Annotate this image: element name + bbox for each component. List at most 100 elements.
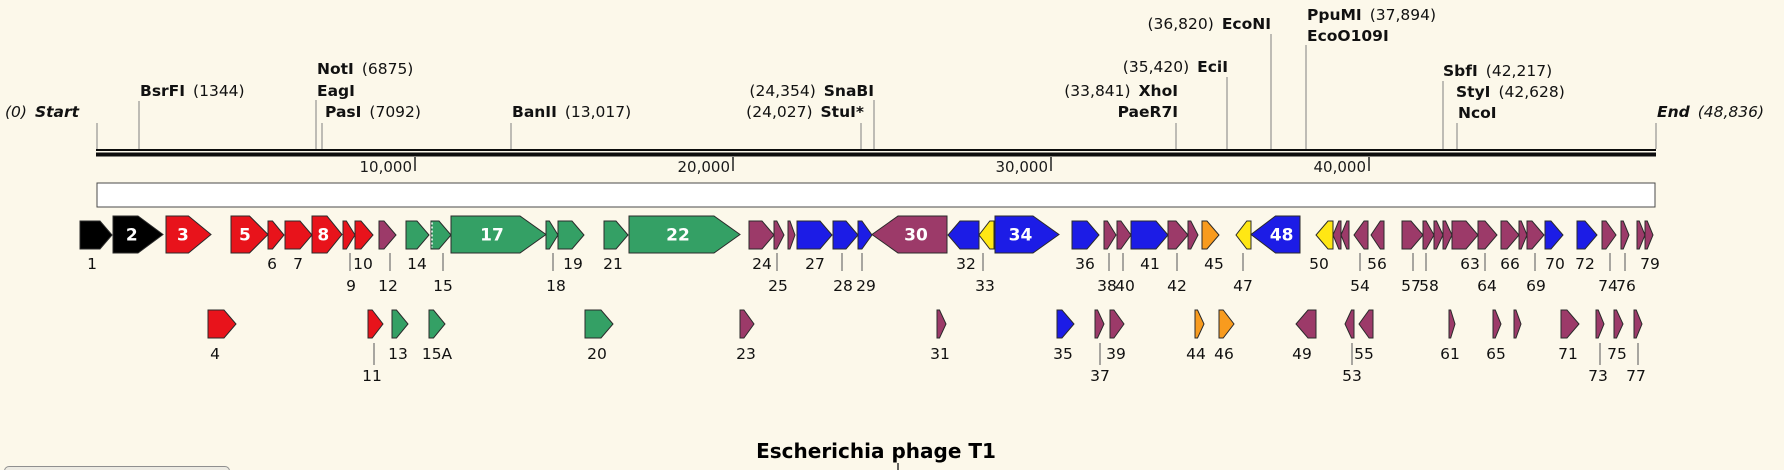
gene-arrow[interactable] xyxy=(773,220,785,250)
gene-arrow[interactable] xyxy=(1448,309,1456,339)
gene-arrow[interactable] xyxy=(1295,309,1317,339)
enzyme-label-StyI[interactable]: StyI(42,628) xyxy=(1456,84,1565,101)
gene-arrow[interactable] xyxy=(739,309,755,339)
gene-arrow[interactable] xyxy=(557,220,585,250)
gene-arrow[interactable] xyxy=(1442,220,1453,250)
gene-arrow[interactable] xyxy=(787,220,796,250)
enzyme-label-EagI[interactable]: EagI xyxy=(317,83,355,100)
enzyme-label-EcoO109I[interactable]: EcoO109I xyxy=(1307,28,1389,45)
gene-arrow[interactable] xyxy=(1109,309,1125,339)
gene-arrow[interactable] xyxy=(1433,220,1444,250)
gene-arrow[interactable] xyxy=(1422,220,1435,250)
gene-arrow[interactable] xyxy=(1130,220,1169,250)
gene-arrow[interactable] xyxy=(367,309,384,339)
gene-arrow[interactable] xyxy=(391,309,409,339)
enzyme-label-NcoI[interactable]: NcoI xyxy=(1458,105,1497,122)
enzyme-label-PaeR7I[interactable]: PaeR7I xyxy=(1110,104,1178,121)
gene-arrow[interactable] xyxy=(284,220,313,250)
gene-arrow-30[interactable] xyxy=(871,215,948,254)
enzyme-label-SbfI[interactable]: SbfI(42,217) xyxy=(1443,63,1552,80)
gene-arrow[interactable] xyxy=(796,220,833,250)
gene-arrow[interactable] xyxy=(1094,309,1105,339)
gene-arrow[interactable] xyxy=(1644,220,1654,250)
enzyme-label-NotI[interactable]: NotI(6875) xyxy=(317,61,413,78)
gene-arrow[interactable] xyxy=(1633,309,1643,339)
enzyme-label-Start[interactable]: (0)Start xyxy=(5,104,79,121)
enzyme-label-BsrFI[interactable]: BsrFI(1344) xyxy=(140,83,245,100)
gene-arrow[interactable] xyxy=(378,220,397,250)
gene-arrow-5[interactable] xyxy=(230,215,269,254)
gene-arrow[interactable] xyxy=(1500,220,1520,250)
enzyme-label-End[interactable]: End(48,836) xyxy=(1657,104,1764,121)
gene-arrow[interactable] xyxy=(1518,220,1528,250)
gene-arrow[interactable] xyxy=(1576,220,1598,250)
gene-arrow[interactable] xyxy=(1401,220,1424,250)
gene-arrow[interactable] xyxy=(1218,309,1235,339)
gene-arrow[interactable] xyxy=(1560,309,1580,339)
gene-arrow[interactable] xyxy=(936,309,947,339)
gene-arrow[interactable] xyxy=(1235,220,1252,250)
gene-arrow[interactable] xyxy=(1315,220,1334,250)
gene-arrow[interactable] xyxy=(342,220,356,250)
gene-arrow[interactable] xyxy=(1513,309,1522,339)
gene-arrow[interactable] xyxy=(748,220,775,250)
gene-arrow[interactable] xyxy=(430,220,452,250)
gene-arrow[interactable] xyxy=(947,220,980,250)
gene-arrow[interactable] xyxy=(79,220,113,250)
gene-arrow[interactable] xyxy=(857,220,873,250)
gene-arrow[interactable] xyxy=(428,309,446,339)
gene-arrow[interactable] xyxy=(603,220,629,250)
gene-arrow[interactable] xyxy=(1344,309,1355,339)
gene-number: 45 xyxy=(1204,255,1224,273)
enzyme-label-XhoI[interactable]: (33,841)XhoI xyxy=(1064,83,1178,100)
gene-arrow[interactable] xyxy=(1526,220,1545,250)
gene-arrow[interactable] xyxy=(1194,309,1205,339)
gene-arrow[interactable] xyxy=(1332,220,1342,250)
gene-arrow[interactable] xyxy=(1358,309,1374,339)
enzyme-label-EciI[interactable]: (35,420)EciI xyxy=(1123,59,1228,76)
gene-arrow-2[interactable] xyxy=(112,215,164,254)
gene-arrow[interactable] xyxy=(207,309,237,339)
gene-arrow[interactable] xyxy=(1071,220,1100,250)
gene-arrow[interactable] xyxy=(1595,309,1605,339)
gene-arrow[interactable] xyxy=(1201,220,1220,250)
gene-arrow[interactable] xyxy=(1613,309,1624,339)
gene-arrow[interactable] xyxy=(1492,309,1502,339)
enzyme-label-PpuMI[interactable]: PpuMI(37,894) xyxy=(1307,7,1436,24)
gene-arrow[interactable] xyxy=(1370,220,1385,250)
enzyme-label-EcoNI[interactable]: (36,820)EcoNI xyxy=(1147,16,1271,33)
enzyme-label-BanII[interactable]: BanII(13,017) xyxy=(512,104,631,121)
enzyme-label-StuI[interactable]: (24,027)StuI* xyxy=(746,104,864,121)
gene-arrow[interactable] xyxy=(1477,220,1498,250)
gene-arrow[interactable] xyxy=(1544,220,1564,250)
gene-arrow[interactable] xyxy=(1187,220,1199,250)
gene-arrow[interactable] xyxy=(545,220,559,250)
gene-number: 13 xyxy=(388,345,408,363)
gene-arrow[interactable] xyxy=(267,220,285,250)
gene-arrow[interactable] xyxy=(1167,220,1189,250)
gene-arrow[interactable] xyxy=(1601,220,1617,250)
gene-arrow[interactable] xyxy=(1056,309,1075,339)
gene-arrow[interactable] xyxy=(1353,220,1369,250)
gene-arrow[interactable] xyxy=(978,220,995,250)
gene-arrow[interactable] xyxy=(1103,220,1117,250)
gene-arrow[interactable] xyxy=(405,220,430,250)
gene-arrow-8[interactable] xyxy=(311,215,343,254)
enzyme-label-PasI[interactable]: PasI(7092) xyxy=(325,104,421,121)
gene-arrow[interactable] xyxy=(1451,220,1479,250)
gene-arrow[interactable] xyxy=(832,220,859,250)
region-selector[interactable] xyxy=(96,182,1656,208)
gene-arrow[interactable] xyxy=(1116,220,1132,250)
enzyme-label-SnaBI[interactable]: (24,354)SnaBI xyxy=(749,83,874,100)
gene-arrow-3[interactable] xyxy=(165,215,212,254)
gene-arrow[interactable] xyxy=(1636,220,1646,250)
gene-arrow[interactable] xyxy=(354,220,374,250)
legend-panel-fragment[interactable] xyxy=(4,466,230,470)
gene-arrow-17[interactable] xyxy=(450,215,547,254)
gene-arrow-48[interactable] xyxy=(1250,215,1301,254)
gene-arrow[interactable] xyxy=(584,309,614,339)
gene-arrow[interactable] xyxy=(1340,220,1350,250)
gene-arrow-34[interactable] xyxy=(994,215,1060,254)
gene-arrow[interactable] xyxy=(1620,220,1630,250)
gene-arrow-22[interactable] xyxy=(628,215,741,254)
